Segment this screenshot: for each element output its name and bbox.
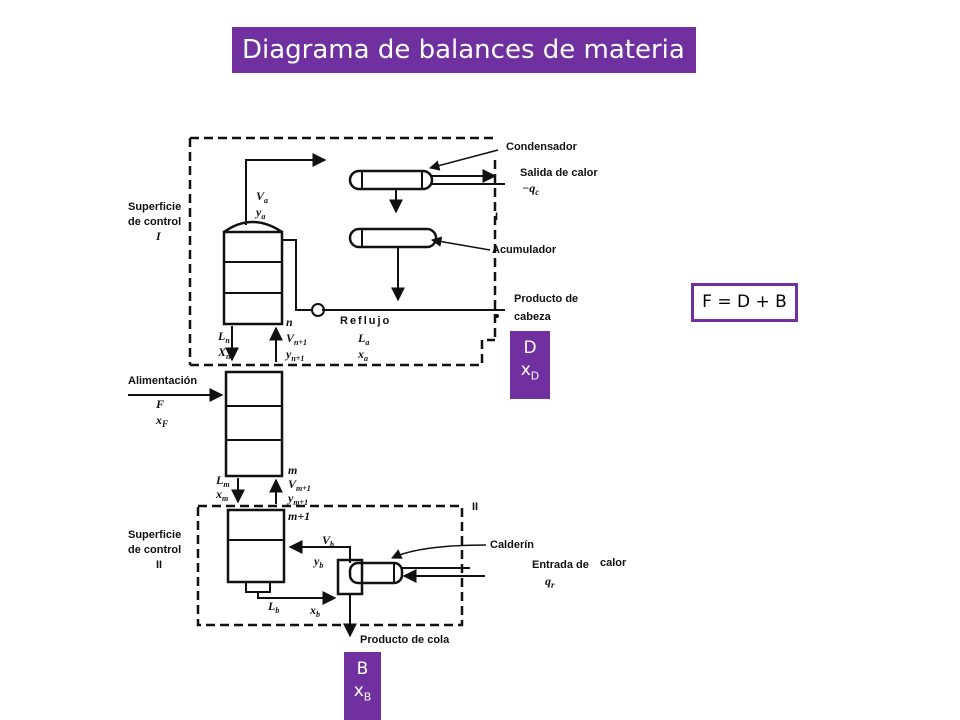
var-yb: yb xyxy=(312,554,323,570)
control-surface-i xyxy=(188,136,497,367)
heat-in-label: Entrada de xyxy=(532,559,589,571)
var-Va: Va xyxy=(256,189,268,205)
var-n: n xyxy=(286,315,293,329)
condenser xyxy=(348,169,505,191)
bottoms-product-label: Producto de cola xyxy=(360,634,450,646)
qr-label: qr xyxy=(545,574,555,590)
control-surface-ii-label-3: II xyxy=(156,559,162,571)
qc-label: −qc xyxy=(522,181,539,197)
var-Vm1: Vm+1 xyxy=(288,477,311,493)
control-surface-ii xyxy=(196,504,464,627)
reflux-line xyxy=(282,239,311,311)
var-xm: xm xyxy=(215,487,228,503)
heat-word-label: calor xyxy=(600,557,627,569)
var-La: La xyxy=(357,331,369,347)
column-middle-section xyxy=(224,370,284,478)
control-surface-i-label-3: I xyxy=(155,229,162,243)
control-surface-ii-label-1: Superficie xyxy=(128,529,181,541)
feed-F: F xyxy=(155,397,164,411)
control-surface-i-roman: I xyxy=(495,211,498,223)
bottoms-composition: xB xyxy=(353,681,372,704)
reflux-pump xyxy=(311,303,325,317)
var-xn: Xn xyxy=(217,345,231,361)
bottoms-stream-box: B xB xyxy=(344,652,381,720)
distillate-label: D xyxy=(523,338,537,358)
accumulator xyxy=(348,227,438,249)
heat-out-label: Salida de calor xyxy=(520,167,598,179)
feed-xF: xF xyxy=(155,413,168,429)
feed-label: Alimentación xyxy=(128,375,197,387)
var-ym1: ym+1 xyxy=(286,491,308,507)
var-m: m xyxy=(288,463,297,477)
reflux-label: Reflujo xyxy=(340,315,391,327)
top-product-label-2: cabeza xyxy=(514,311,552,323)
diagram-title: Diagrama de balances de materia xyxy=(232,27,696,73)
var-Lm: Lm xyxy=(215,473,230,489)
distillate-stream-box: D xD xyxy=(510,331,550,399)
accumulator-label: Acumulador xyxy=(492,244,557,256)
material-balance-equation: F = D + B xyxy=(691,283,798,322)
column-bottom-section xyxy=(226,508,286,593)
distillate-composition: xD xyxy=(520,360,540,383)
var-xb: xb xyxy=(309,603,320,619)
reboiler-label: Calderín xyxy=(490,539,534,551)
control-surface-ii-roman: II xyxy=(472,501,478,513)
overhead-vapor-line xyxy=(245,153,327,225)
var-Vn1: Vn+1 xyxy=(286,331,307,347)
var-Ln: Ln xyxy=(217,329,230,345)
var-m1: m+1 xyxy=(288,509,310,523)
var-ya: ya xyxy=(254,205,265,221)
var-yn1: yn+1 xyxy=(284,347,304,363)
control-surface-i-label-1: Superficie xyxy=(128,201,181,213)
product-dot xyxy=(495,314,499,318)
var-Vb: Vb xyxy=(322,533,334,549)
top-product-label-1: Producto de xyxy=(514,293,578,305)
condenser-label: Condensador xyxy=(506,141,578,153)
var-xa: xa xyxy=(357,347,368,363)
control-surface-i-label-2: de control xyxy=(128,216,181,228)
bottoms-label: B xyxy=(356,659,369,679)
control-surface-ii-label-2: de control xyxy=(128,544,181,556)
column-top-section xyxy=(222,220,284,326)
var-Lb: Lb xyxy=(267,599,279,615)
